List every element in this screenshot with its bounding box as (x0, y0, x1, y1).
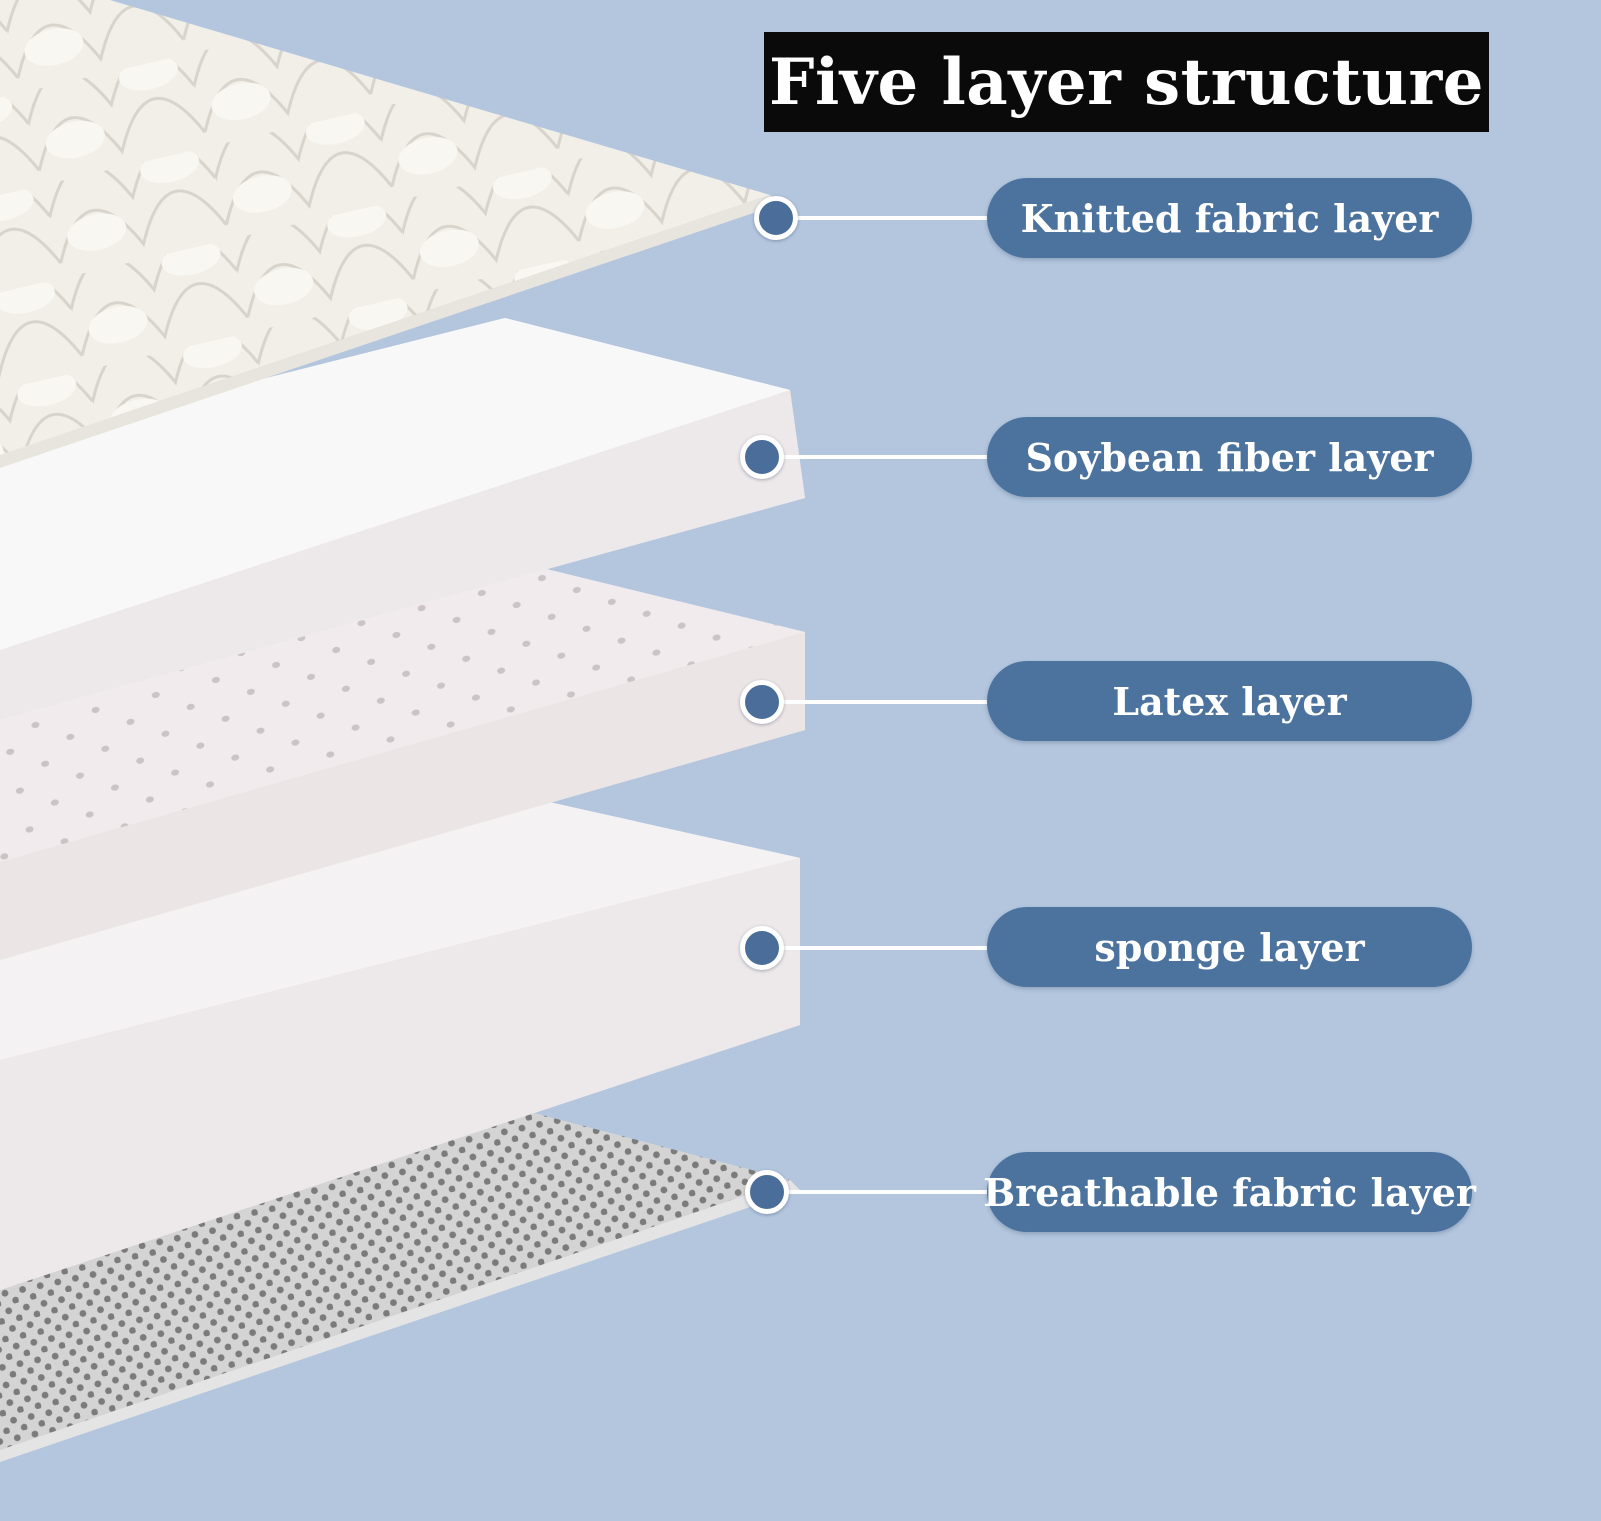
label-pill-sponge: sponge layer (987, 907, 1472, 987)
marker-dot-soybean (740, 435, 784, 479)
label-pill-breathable-fabric: Breathable fabric layer (983, 1152, 1476, 1232)
connector-line-knitted (783, 216, 993, 220)
marker-dot-latex (740, 680, 784, 724)
label-text-soybean-fiber: Soybean fiber layer (1025, 434, 1434, 480)
diagram-title: Five layer structure (769, 44, 1484, 120)
connector-line-soybean (770, 455, 992, 459)
connector-line-latex (770, 700, 992, 704)
breathable-fabric-layer-graphic (0, 1108, 800, 1462)
marker-dot-breathable (745, 1170, 789, 1214)
label-text-knitted-fabric: Knitted fabric layer (1020, 195, 1439, 241)
label-text-latex: Latex layer (1112, 678, 1347, 724)
sponge-layer-graphic (0, 800, 800, 1290)
label-pill-latex: Latex layer (987, 661, 1472, 741)
label-text-sponge: sponge layer (1094, 924, 1365, 970)
connector-line-sponge (770, 946, 992, 950)
title-banner: Five layer structure (764, 32, 1489, 132)
label-text-breathable-fabric: Breathable fabric layer (983, 1169, 1476, 1215)
label-pill-knitted-fabric: Knitted fabric layer (987, 178, 1472, 258)
knitted-fabric-layer-graphic (0, 0, 780, 468)
marker-dot-sponge (740, 926, 784, 970)
label-pill-soybean-fiber: Soybean fiber layer (987, 417, 1472, 497)
connector-line-breathable (775, 1190, 992, 1194)
marker-dot-knitted (754, 196, 798, 240)
